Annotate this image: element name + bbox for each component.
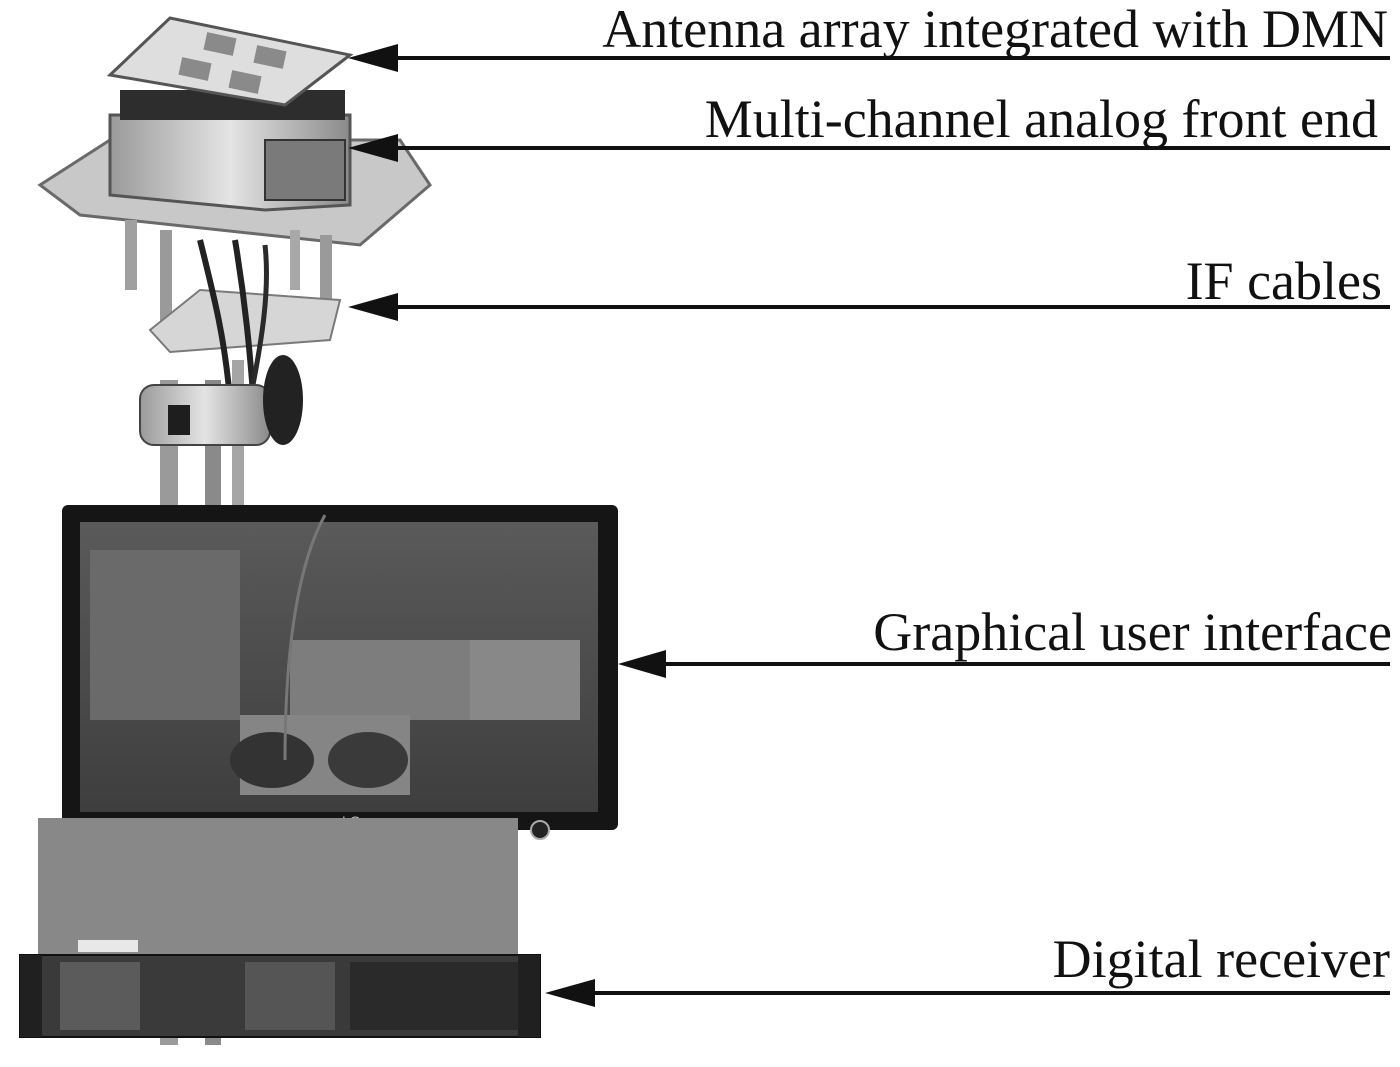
patch-element: [203, 32, 237, 56]
gui-panel: [470, 640, 580, 720]
label-front-end: Multi-channel analog front end: [704, 89, 1378, 149]
arrow-front-end: [348, 134, 1390, 162]
support-leg: [290, 230, 300, 290]
gui-polar-plot: [328, 732, 408, 788]
upper-clamp: [139, 384, 271, 446]
arrow-gui: [618, 650, 1390, 678]
support-leg: [160, 230, 172, 325]
receiver-module: [245, 962, 335, 1030]
gui-panel: [290, 640, 470, 720]
arrow-antenna-array: [348, 44, 1390, 72]
receiver-top: [38, 818, 518, 958]
label-digital-receiver: Digital receiver: [1052, 929, 1390, 989]
digital-receiver-unit: [19, 818, 541, 1038]
antenna-board: [106, 16, 354, 107]
rack-ear: [518, 955, 540, 1037]
patch-element: [178, 57, 212, 81]
if-cable: [247, 244, 269, 401]
gui-panel: [90, 550, 240, 720]
clamp-badge: [168, 405, 190, 435]
arrow-digital-receiver: [545, 979, 1390, 1007]
label-if-cables: IF cables: [1185, 251, 1382, 311]
receiver-module: [60, 962, 140, 1030]
label-gui: Graphical user interface: [873, 602, 1392, 662]
label-antenna-array: Antenna array integrated with DMN: [602, 0, 1388, 59]
monitor-cable: [283, 514, 327, 761]
receiver-sticker: [78, 940, 138, 952]
patch-element: [228, 70, 262, 94]
connector-strip: [264, 139, 346, 201]
support-leg: [125, 220, 137, 290]
receiver-module: [350, 962, 525, 1030]
power-button: [530, 820, 550, 840]
patch-element: [253, 45, 287, 69]
callout-arrows: [348, 44, 1390, 1007]
gui-polar-plot: [230, 732, 314, 788]
rack-ear: [20, 955, 42, 1037]
antenna-assembly: [37, 16, 432, 421]
arrow-if-cables: [348, 293, 1390, 321]
if-cable: [197, 239, 233, 401]
clamp-knob: [263, 355, 303, 445]
